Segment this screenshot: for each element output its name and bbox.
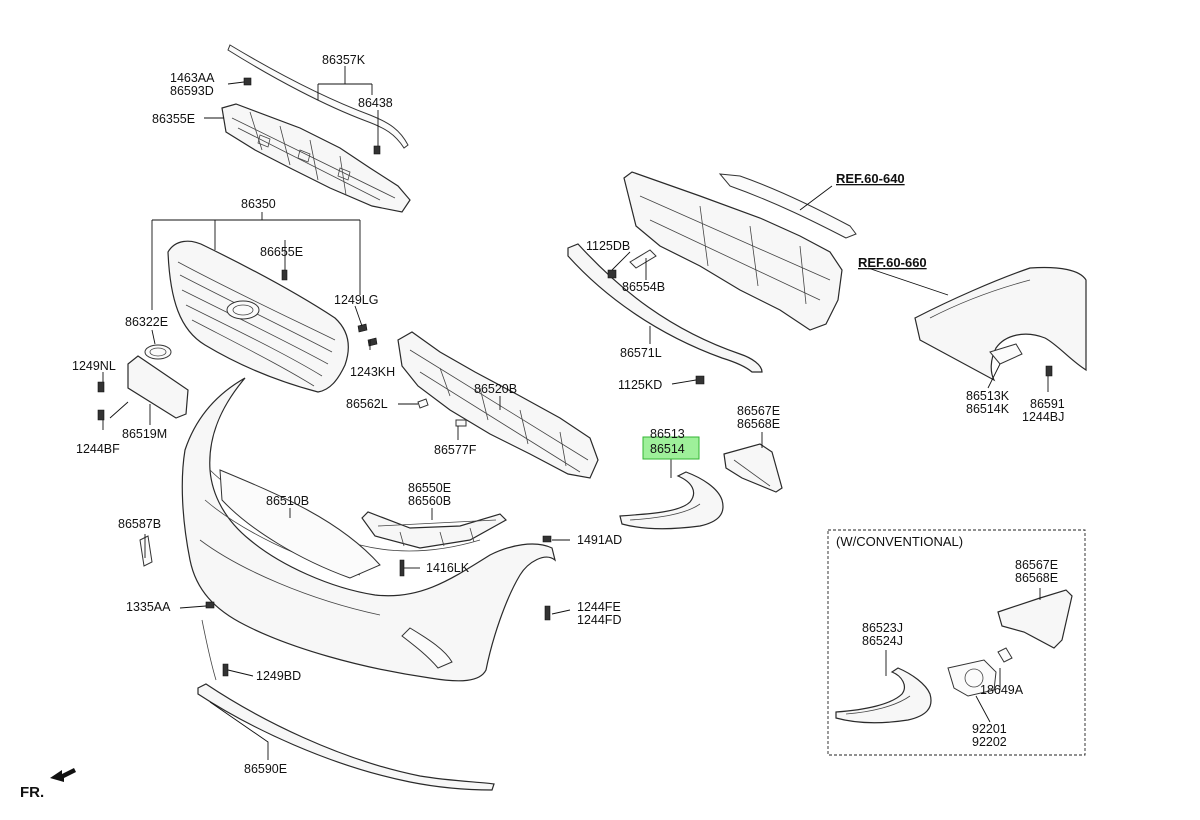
energy-absorber-86520b[interactable] <box>397 331 599 479</box>
upper-grille-panel-86355e[interactable] <box>221 103 411 213</box>
lower-lip-86590e[interactable] <box>197 683 495 791</box>
label-86591[interactable]: 86591 <box>1030 397 1065 411</box>
license-bracket-86519m[interactable] <box>127 355 189 419</box>
bolt-1416lk[interactable] <box>399 559 405 577</box>
fender-bracket-86513k[interactable] <box>989 343 1023 365</box>
label-1249lg[interactable]: 1249LG <box>334 293 378 307</box>
label-1243kh[interactable]: 1243KH <box>350 365 395 379</box>
label-86587b[interactable]: 86587B <box>118 517 161 531</box>
label-86568e-b[interactable]: 86568E <box>1015 571 1058 585</box>
leader-lines <box>102 66 1049 760</box>
label-1244fd[interactable]: 1244FD <box>577 613 621 627</box>
inset-conventional-box <box>827 529 1086 756</box>
lower-cover-strip <box>201 619 217 681</box>
screw-1244bf[interactable] <box>97 409 105 421</box>
bracket-86554b[interactable] <box>629 249 657 269</box>
inset-side-cover-86567e[interactable] <box>997 589 1073 649</box>
label-86355e[interactable]: 86355E <box>152 112 195 126</box>
label-86520b[interactable]: 86520B <box>474 382 517 396</box>
label-86513k[interactable]: 86513K <box>966 389 1010 403</box>
label-86554b[interactable]: 86554B <box>622 280 665 294</box>
side-cover-86567e[interactable] <box>723 443 783 493</box>
label-86562l[interactable]: 86562L <box>346 397 388 411</box>
bolt-1244fe[interactable] <box>544 605 551 621</box>
screw-86655e[interactable] <box>281 269 288 281</box>
label-86593d[interactable]: 86593D <box>170 84 214 98</box>
label-18649a[interactable]: 18649A <box>980 683 1024 697</box>
label-1125kd[interactable]: 1125KD <box>618 378 662 392</box>
inset-bezel-86523j[interactable] <box>835 667 932 724</box>
label-1125db[interactable]: 1125DB <box>586 239 630 253</box>
label-86577f-sticker <box>455 419 467 427</box>
label-86519m[interactable]: 86519M <box>122 427 167 441</box>
screw-1249lg[interactable] <box>357 323 368 333</box>
bolt-1125kd[interactable] <box>695 375 705 385</box>
label-86560b[interactable]: 86560B <box>408 494 451 508</box>
front-direction-indicator: FR. <box>20 768 76 801</box>
label-1335aa[interactable]: 1335AA <box>126 600 171 614</box>
label-92201[interactable]: 92201 <box>972 722 1007 736</box>
highlight-86514 <box>642 436 700 460</box>
bumper-bracket-86550e[interactable] <box>361 511 507 549</box>
clip-1463aa[interactable] <box>243 77 252 86</box>
screw-1249nl[interactable] <box>97 381 105 393</box>
clip-1335aa[interactable] <box>205 601 215 609</box>
front-beam-86571l[interactable] <box>567 243 763 373</box>
label-86567e-a[interactable]: 86567E <box>737 404 780 418</box>
label-86590e[interactable]: 86590E <box>244 762 287 776</box>
bolt-1125db[interactable] <box>607 269 617 279</box>
fog-lamp-bezel-86514[interactable] <box>619 471 724 530</box>
ref-60-660[interactable]: REF.60-660 <box>858 255 927 270</box>
label-1244bf[interactable]: 1244BF <box>76 442 120 456</box>
screw-86591[interactable] <box>1045 365 1053 377</box>
label-86524j[interactable]: 86524J <box>862 634 903 648</box>
label-86571l[interactable]: 86571L <box>620 346 662 360</box>
label-86438[interactable]: 86438 <box>358 96 393 110</box>
label-86577f[interactable]: 86577F <box>434 443 477 457</box>
ref-60-640[interactable]: REF.60-640 <box>836 171 905 186</box>
label-86568e-a[interactable]: 86568E <box>737 417 780 431</box>
bulb-18649a[interactable] <box>997 647 1013 663</box>
screw-1243kh[interactable] <box>367 337 378 347</box>
screw-1249bd[interactable] <box>222 663 229 677</box>
clip-86438[interactable] <box>373 145 381 155</box>
label-1249bd[interactable]: 1249BD <box>256 669 301 683</box>
label-86562l-sticker <box>417 398 429 409</box>
label-86567e-b[interactable]: 86567E <box>1015 558 1058 572</box>
emblem-86322e[interactable] <box>144 344 172 360</box>
label-1244fe[interactable]: 1244FE <box>577 600 621 614</box>
inset-title: (W/CONVENTIONAL) <box>836 534 963 549</box>
label-86322e[interactable]: 86322E <box>125 315 168 329</box>
label-86514[interactable]: 86514 <box>650 442 685 456</box>
front-carrier-ref-60-640[interactable] <box>623 171 857 331</box>
front-arrow-icon <box>50 768 76 782</box>
label-86350[interactable]: 86350 <box>241 197 276 211</box>
clip-1491ad[interactable] <box>542 535 552 543</box>
label-86510b[interactable]: 86510B <box>266 494 309 508</box>
radiator-grille-86350[interactable] <box>167 240 349 393</box>
front-label: FR. <box>20 784 44 801</box>
label-1416lk[interactable]: 1416LK <box>426 561 470 575</box>
fog-lamp-92201[interactable] <box>947 659 997 697</box>
label-86655e[interactable]: 86655E <box>260 245 303 259</box>
side-bracket-86587b[interactable] <box>139 535 153 567</box>
label-86550e[interactable]: 86550E <box>408 481 451 495</box>
label-1463aa[interactable]: 1463AA <box>170 71 215 85</box>
front-bumper-cover-86510b[interactable] <box>181 377 557 682</box>
label-1249nl[interactable]: 1249NL <box>72 359 116 373</box>
label-1491ad[interactable]: 1491AD <box>577 533 622 547</box>
label-86523j[interactable]: 86523J <box>862 621 903 635</box>
part-labels: 86357K 1463AA 86593D 86438 86355E 86350 … <box>72 53 1065 776</box>
label-92202[interactable]: 92202 <box>972 735 1007 749</box>
label-1244bj[interactable]: 1244BJ <box>1022 410 1064 424</box>
label-86513[interactable]: 86513 <box>650 427 685 441</box>
label-86357k[interactable]: 86357K <box>322 53 366 67</box>
label-86514k[interactable]: 86514K <box>966 402 1010 416</box>
